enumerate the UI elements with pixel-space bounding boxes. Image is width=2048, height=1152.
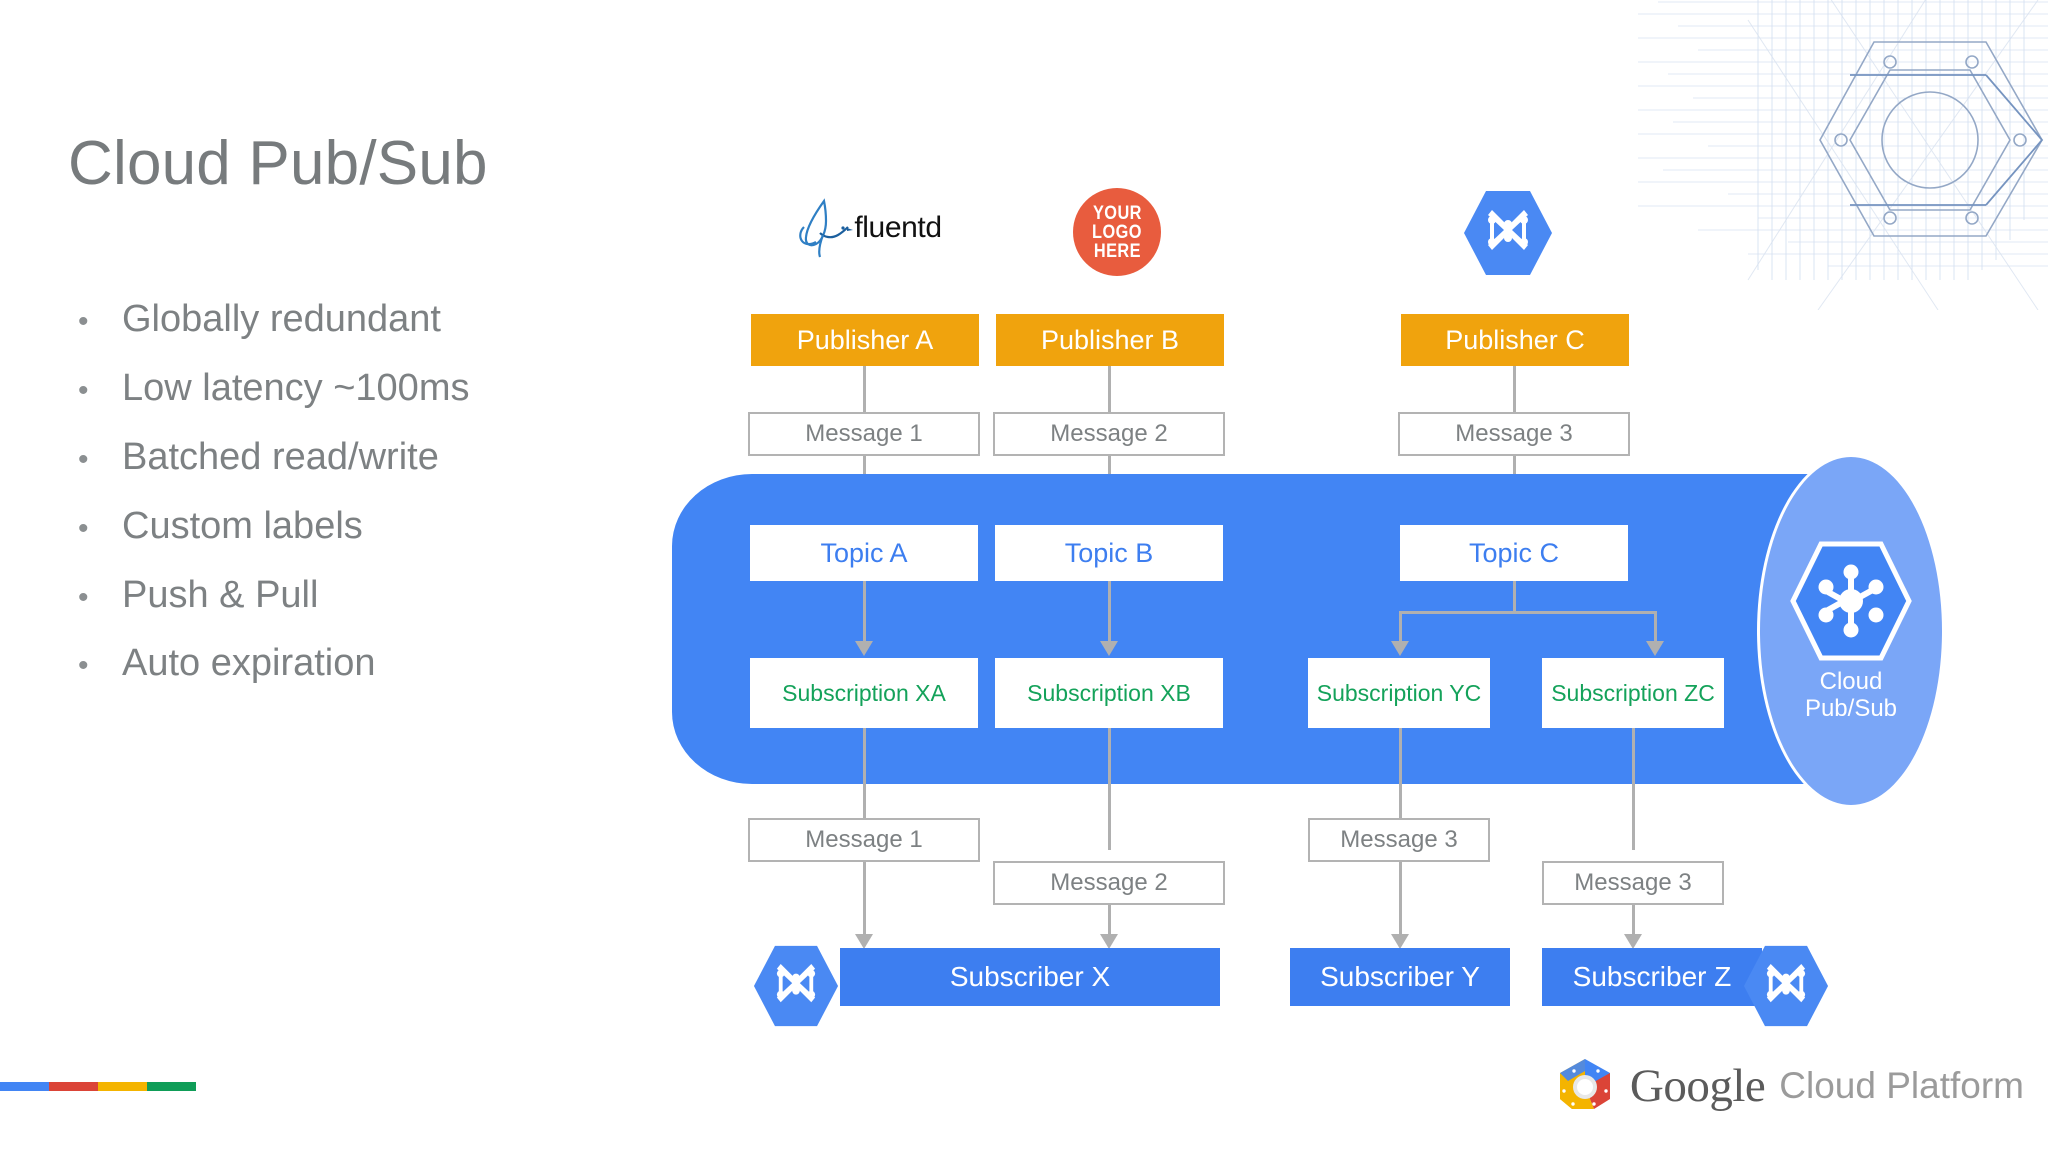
fluentd-bird-icon: [799, 198, 854, 258]
gcp-hexagon-icon: [1559, 1059, 1610, 1109]
connector-outmsg1-subscriberX: [863, 862, 866, 940]
arrow-topicB-subXB: [1100, 641, 1118, 656]
cloud-dataflow-hexagon-icon: [753, 945, 839, 1027]
cloud-pubsub-service-badge: Cloud Pub/Sub: [1757, 454, 1945, 808]
page-title: Cloud Pub/Sub: [68, 129, 488, 198]
bullet-text: Auto expiration: [122, 642, 376, 685]
connector-subXA-outmsg1: [863, 728, 866, 818]
topic-b-box[interactable]: Topic B: [995, 525, 1223, 581]
publisher-c-box[interactable]: Publisher C: [1401, 314, 1629, 366]
connector-topicC-subYC: [1399, 611, 1402, 647]
cloud-platform-wordmark: Cloud Platform: [1779, 1065, 2024, 1106]
bullet-text: Custom labels: [122, 504, 363, 547]
arrow-topicA-subXA: [855, 641, 873, 656]
connector-topicC-stem: [1513, 581, 1516, 613]
feature-bullet-list: • Globally redundant • Low latency ~100m…: [78, 298, 678, 713]
bullet-dot-icon: •: [78, 442, 89, 476]
publisher-a-box[interactable]: Publisher A: [751, 314, 979, 366]
color-bar-blue: [0, 1082, 49, 1091]
badge-line-1: Cloud: [1819, 668, 1883, 696]
arrow-topicC-subYC: [1391, 641, 1409, 656]
connector-pubA-msg1: [863, 366, 866, 412]
list-item: • Push & Pull: [78, 573, 678, 616]
topic-a-box[interactable]: Topic A: [750, 525, 978, 581]
connector-pubC-msg3: [1513, 366, 1516, 412]
fluentd-wordmark: fluentd: [854, 211, 942, 244]
cloud-dataflow-hexagon-icon: [1743, 945, 1829, 1027]
egress-message-1-box: Message 1: [748, 818, 980, 862]
arrow-outmsg2-subscriberX: [1100, 934, 1118, 949]
cloud-pubsub-badge-label: Cloud Pub/Sub: [1804, 668, 1898, 723]
subscription-yc-box[interactable]: Subscription YC: [1308, 658, 1490, 728]
arrow-topicC-subZC: [1646, 641, 1664, 656]
bullet-dot-icon: •: [78, 580, 89, 614]
list-item: • Globally redundant: [78, 298, 678, 340]
google-wordmark: Google: [1629, 1060, 1766, 1112]
google-cloud-platform-logo: Google Cloud Platform: [1554, 1057, 2024, 1115]
subscription-xb-box[interactable]: Subscription XB: [995, 658, 1223, 728]
color-bar-red: [49, 1082, 98, 1091]
subscriber-y-box[interactable]: Subscriber Y: [1290, 948, 1510, 1006]
topic-c-box[interactable]: Topic C: [1400, 525, 1628, 581]
connector-outmsg3-subscriberY: [1399, 862, 1402, 940]
your-logo-line-1: YOUR: [1092, 202, 1142, 224]
fluentd-logo: fluentd: [770, 192, 970, 264]
your-logo-here-placeholder: YOUR LOGO HERE: [1073, 188, 1161, 276]
connector-topicA-subXA: [863, 581, 866, 647]
bullet-dot-icon: •: [78, 511, 89, 545]
badge-line-2: Pub/Sub: [1804, 695, 1898, 722]
color-bar-green: [147, 1082, 196, 1091]
connector-outmsg2-subscriberX: [1108, 905, 1111, 940]
ingress-message-2-box: Message 2: [993, 412, 1225, 456]
egress-message-3-zc-box: Message 3: [1542, 861, 1724, 905]
connector-topicC-branch-bar: [1399, 611, 1657, 614]
connector-subXB-outmsg2: [1108, 728, 1111, 850]
connector-topicB-subXB: [1108, 581, 1111, 647]
egress-message-3-yc-box: Message 3: [1308, 818, 1490, 862]
your-logo-line-3: HERE: [1093, 240, 1141, 262]
ingress-message-1-box: Message 1: [748, 412, 980, 456]
list-item: • Batched read/write: [78, 435, 678, 478]
cloud-pubsub-capsule: [672, 474, 1922, 784]
subscriber-z-box[interactable]: Subscriber Z: [1542, 948, 1762, 1006]
publisher-b-box[interactable]: Publisher B: [996, 314, 1224, 366]
list-item: • Low latency ~100ms: [78, 366, 678, 409]
bullet-text: Push & Pull: [122, 573, 319, 616]
connector-subYC-outmsg3: [1399, 728, 1402, 818]
cloud-pubsub-hexagon-icon: [1790, 541, 1912, 661]
subscriber-x-box[interactable]: Subscriber X: [840, 948, 1220, 1006]
ingress-message-3-box: Message 3: [1398, 412, 1630, 456]
arrow-outmsg3-subscriberY: [1391, 934, 1409, 949]
bullet-dot-icon: •: [78, 305, 89, 338]
list-item: • Auto expiration: [78, 644, 678, 684]
egress-message-2-box: Message 2: [993, 861, 1225, 905]
blueprint-hexagon-watermark: [1638, 0, 2048, 310]
color-bar-yellow: [98, 1082, 147, 1091]
google-color-bar: [0, 1082, 196, 1091]
connector-subZC-outmsg3: [1632, 728, 1635, 850]
bullet-text: Low latency ~100ms: [122, 366, 470, 409]
arrow-outmsg3-subscriberZ: [1624, 934, 1642, 949]
bullet-text: Globally redundant: [122, 298, 441, 340]
your-logo-line-2: LOGO: [1092, 221, 1142, 243]
bullet-text: Batched read/write: [122, 435, 439, 478]
list-item: • Custom labels: [78, 504, 678, 547]
arrow-outmsg1-subscriberX: [855, 934, 873, 949]
subscription-zc-box[interactable]: Subscription ZC: [1542, 658, 1724, 728]
bullet-dot-icon: •: [78, 649, 89, 683]
cloud-dataflow-hexagon-icon: [1464, 191, 1552, 275]
bullet-dot-icon: •: [78, 373, 89, 407]
connector-outmsg3-subscriberZ: [1632, 905, 1635, 940]
subscription-xa-box[interactable]: Subscription XA: [750, 658, 978, 728]
connector-pubB-msg2: [1108, 366, 1111, 412]
connector-topicC-subZC: [1654, 611, 1657, 647]
